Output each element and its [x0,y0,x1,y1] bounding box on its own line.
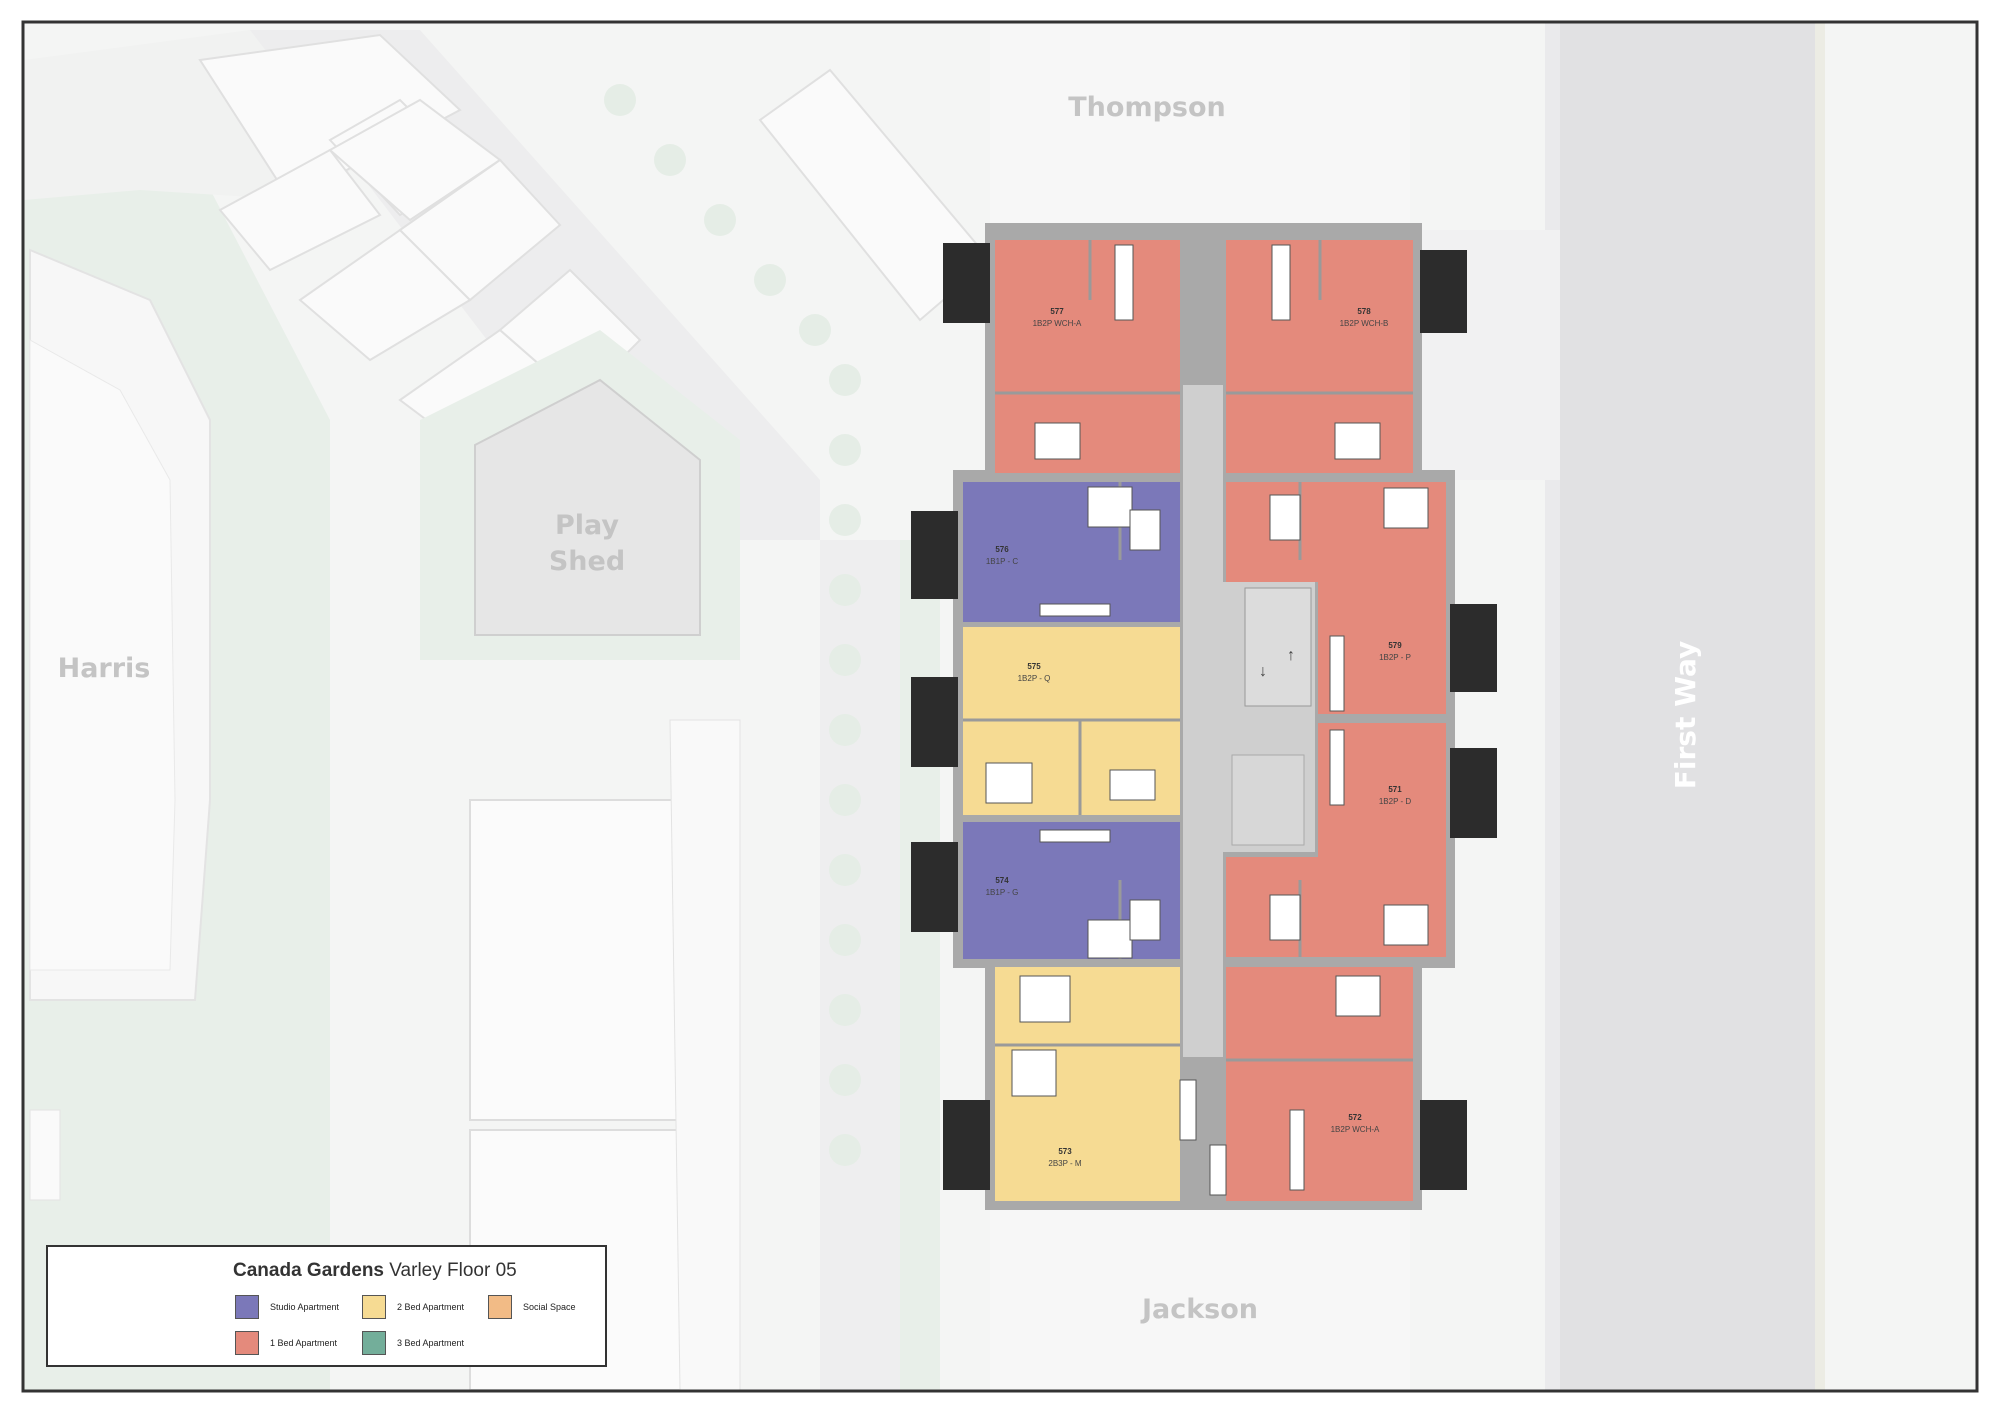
legend-item-social: Social Space [488,1295,576,1319]
street-label-jackson: Jackson [1140,1294,1258,1325]
street-label-thompson: Thompson [1068,92,1226,123]
unit-577-id: 577 [1050,307,1064,316]
legend-label-social: Social Space [523,1302,576,1312]
path-strip [820,540,900,1390]
first-way-road [1560,23,1815,1390]
unit-577-type: 1B2P WCH-A [1033,319,1082,328]
unit-576-type: 1B1P - C [986,557,1019,566]
street-label-first-way: First Way [1669,641,1702,790]
legend-item-studio: Studio Apartment [235,1295,339,1319]
balconies [911,243,1497,1190]
legend-item-2bed: 2 Bed Apartment [362,1295,464,1319]
side-building [669,719,741,1391]
unit-578-type: 1B2P WCH-B [1340,319,1389,328]
legend-swatch-studio [235,1295,259,1319]
legend-item-1bed: 1 Bed Apartment [235,1331,337,1355]
play-shed-label-line1: Play [555,510,619,541]
unit-579-type: 1B2P - P [1379,653,1411,662]
unit-574-type: 1B1P - G [986,888,1019,897]
legend-label-2bed: 2 Bed Apartment [397,1302,465,1312]
unit-576[interactable] [963,482,1180,622]
building-floor-05: ↓ ↑ [911,223,1497,1210]
road-curb [1545,23,1560,1390]
stair-down-arrow: ↓ [1259,663,1267,680]
legend-swatch-3bed [362,1331,386,1355]
legend-label-1bed: 1 Bed Apartment [270,1338,338,1348]
corridor [1183,385,1223,1057]
jackson-street [990,1200,1410,1390]
unit-571-type: 1B2P - D [1379,797,1412,806]
legend-swatch-1bed [235,1331,259,1355]
unit-573-id: 573 [1058,1147,1072,1156]
legend-swatch-social [488,1295,512,1319]
unit-575-type: 1B2P - Q [1018,674,1051,683]
legend-label-3bed: 3 Bed Apartment [397,1338,465,1348]
trees [604,84,861,1166]
legend-title-bold: Canada Gardens [233,1260,384,1281]
unit-572-id: 572 [1348,1113,1362,1122]
unit-572[interactable] [1226,967,1413,1201]
lower-building [469,799,702,1121]
legend: Canada Gardens Varley Floor 05 Studio Ap… [46,1245,607,1367]
road-curb-right [1815,23,1825,1390]
unit-571-id: 571 [1388,785,1402,794]
play-shed [474,378,701,636]
harris-inner [29,339,176,971]
unit-574-id: 574 [995,876,1009,885]
unit-572-type: 1B2P WCH-A [1331,1125,1380,1134]
unit-576-id: 576 [995,545,1009,554]
legend-swatch-2bed [362,1295,386,1319]
thompson-street [990,23,1410,223]
stair-up-arrow: ↑ [1287,647,1295,664]
legend-label-studio: Studio Apartment [270,1302,340,1312]
legend-title-rest: Varley Floor 05 [389,1260,517,1281]
lift-core [1231,754,1305,846]
unit-579-id: 579 [1388,641,1402,650]
building-label-harris: Harris [58,653,151,684]
legend-item-3bed: 3 Bed Apartment [362,1331,464,1355]
tree-strip [900,540,940,1390]
unit-577[interactable] [995,240,1180,473]
stairwell [1244,587,1312,707]
unit-578-id: 578 [1357,307,1371,316]
small-building [29,1109,61,1201]
map-frame [21,20,1979,1393]
play-shed-label-line2: Shed [549,546,625,577]
legend-title: Canada Gardens Varley Floor 05 [233,1260,517,1282]
fixtures [985,244,1429,1196]
unit-575-id: 575 [1027,662,1041,671]
unit-573-type: 2B3P - M [1048,1159,1082,1168]
